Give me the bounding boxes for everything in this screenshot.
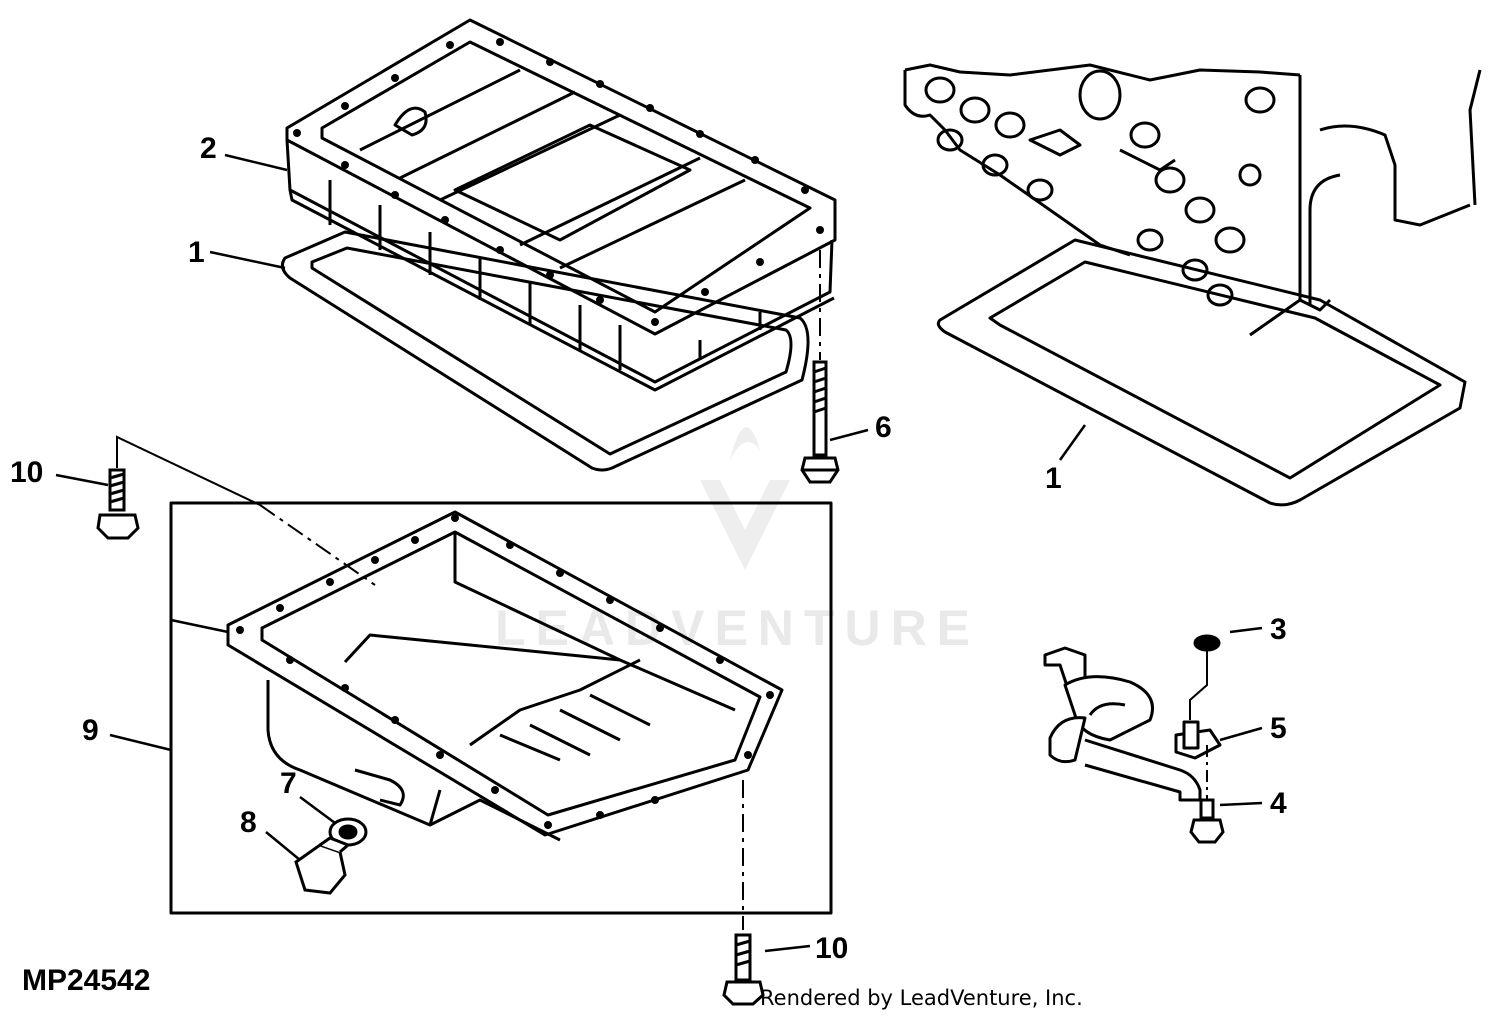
callout-6: 6 <box>875 411 892 444</box>
callout-labels: 2 1 1 3 4 5 6 7 8 9 10 10 <box>10 132 1287 965</box>
oil-pan-upper-assembly <box>280 18 837 472</box>
callout-2: 2 <box>200 132 217 165</box>
gasket-1-left <box>280 230 810 472</box>
callout-7: 7 <box>280 767 297 800</box>
drain-plug-8 <box>294 836 351 895</box>
callout-10-lower: 10 <box>815 932 848 965</box>
oil-pickup-tube <box>1043 646 1222 802</box>
bolt-4 <box>1189 745 1225 844</box>
callout-5: 5 <box>1270 712 1287 745</box>
callout-9: 9 <box>82 714 99 747</box>
drain-plug-washer-7 <box>328 817 368 847</box>
watermark: LEADVENTURE <box>495 427 980 656</box>
figure-code: MP24542 <box>22 964 150 997</box>
watermark-text: LEADVENTURE <box>495 600 980 656</box>
callout-4: 4 <box>1270 787 1287 820</box>
callout-3: 3 <box>1270 613 1287 646</box>
watermark-logo <box>700 480 790 570</box>
oil-pan-9-frame <box>169 501 833 915</box>
callout-10-upper: 10 <box>10 456 43 489</box>
callout-1-left: 1 <box>188 236 205 269</box>
callout-8: 8 <box>240 806 257 839</box>
bolt-10-lower <box>722 780 765 1006</box>
callout-1-right: 1 <box>1045 462 1062 495</box>
bolt-10-upper <box>96 468 140 540</box>
gasket-1-right <box>936 238 1467 507</box>
leader-lines <box>55 153 1263 953</box>
o-ring-3 <box>1189 634 1221 720</box>
engine-block <box>903 63 1482 337</box>
oil-pan-2 <box>285 18 837 336</box>
oil-pan-9 <box>226 510 784 837</box>
bolt-6 <box>800 250 840 484</box>
credit-text: Rendered by LeadVenture, Inc. <box>760 986 1083 1010</box>
oil-pan-lower-assembly <box>169 501 833 915</box>
